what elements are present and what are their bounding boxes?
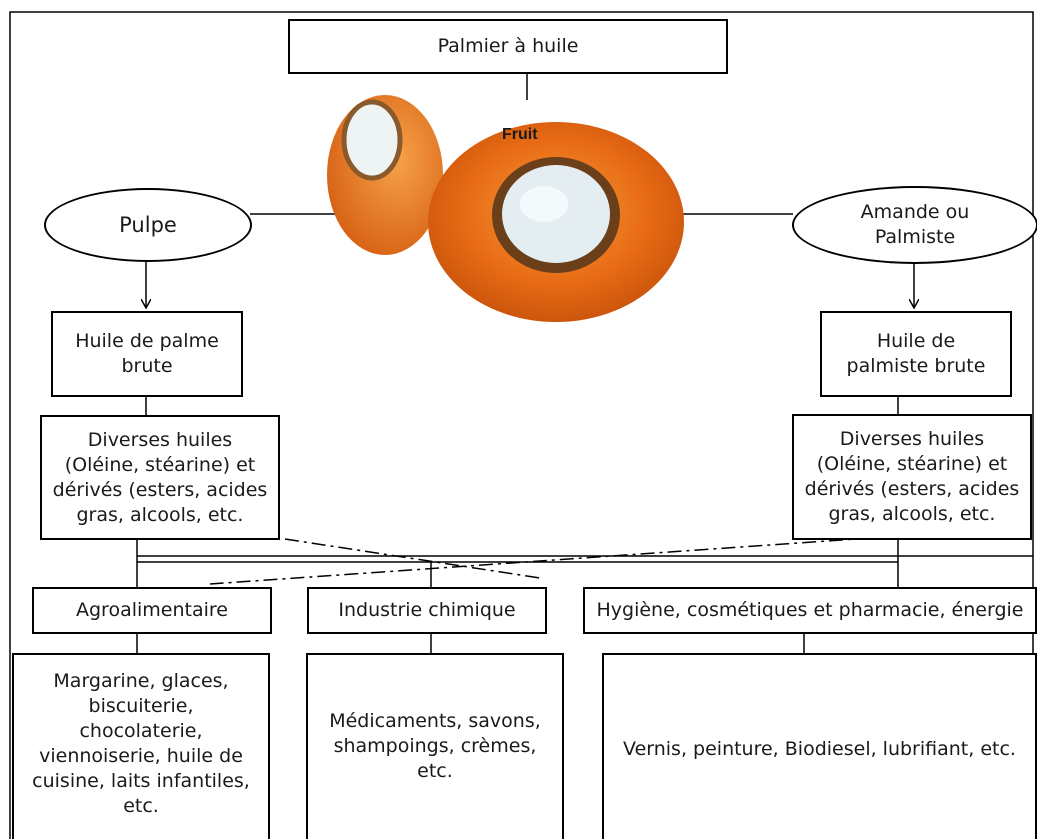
- amande-node: Amande ou Palmiste: [792, 186, 1037, 264]
- pulpe-node: Pulpe: [44, 188, 252, 262]
- sector-agroalimentaire: Agroalimentaire: [32, 587, 272, 634]
- right-derivatives-node: Diverses huiles (Oléine, stéarine) et dé…: [792, 414, 1032, 540]
- sector-industrie-chimique: Industrie chimique: [307, 587, 547, 634]
- root-node: Palmier à huile: [288, 19, 728, 74]
- outer-frame: [9, 11, 1034, 839]
- left-crude-oil-node: Huile de palme brute: [51, 311, 243, 397]
- dashdot-left-to-chem: [284, 538, 541, 579]
- fruit-label: Fruit: [502, 126, 538, 143]
- products-hygiene-energie: Vernis, peinture, Biodiesel, lubrifiant,…: [602, 653, 1037, 839]
- right-crude-oil-node: Huile de palmiste brute: [820, 311, 1012, 397]
- left-derivatives-node: Diverses huiles (Oléine, stéarine) et dé…: [40, 415, 280, 540]
- products-industrie-chimique: Médicaments, savons, shampoings, crèmes,…: [306, 653, 564, 839]
- sector-hygiene-energie: Hygiène, cosmétiques et pharmacie, énerg…: [583, 587, 1037, 634]
- dashdot-right-to-agro: [209, 537, 871, 585]
- products-agroalimentaire: Margarine, glaces, biscuiterie, chocolat…: [12, 653, 270, 839]
